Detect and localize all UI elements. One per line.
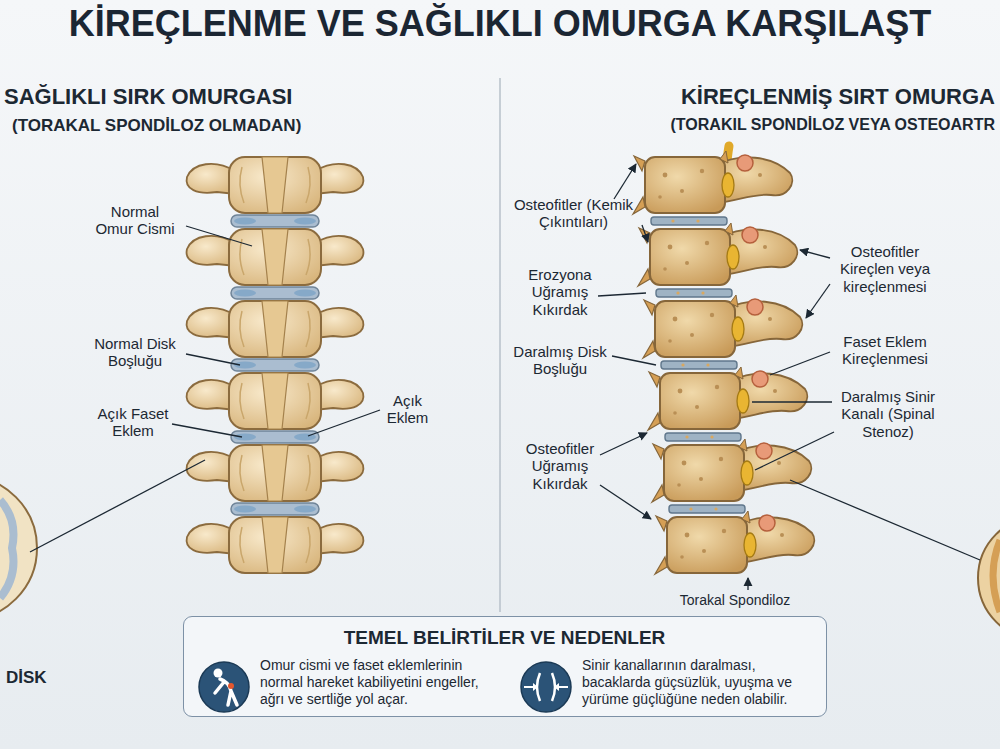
calcified-spine (633, 146, 814, 574)
part-label: Normal Omur Cismi (94, 203, 176, 238)
pain-icon (199, 662, 249, 712)
leader-line (755, 432, 834, 470)
section-heading: SAĞLIKLI SIRK OMURGASI (4, 84, 292, 109)
detail-circle (978, 516, 1000, 640)
part-label: Daralmış Sinir Kanalı (Spinal Stenoz) (838, 388, 938, 440)
divider-line (499, 78, 501, 612)
stenosis-icon (521, 662, 571, 712)
vertebra (655, 511, 814, 574)
detail-disc (0, 500, 14, 598)
disc (656, 289, 732, 297)
vertebra (187, 517, 364, 573)
part-label: Açık Faset Eklem (88, 405, 178, 440)
leader-arrow (642, 225, 648, 242)
vertebra (187, 301, 364, 357)
disc (231, 359, 319, 371)
leader-line (186, 354, 240, 365)
part-label: Torakal Spondiloz (665, 592, 805, 608)
disc (231, 503, 319, 515)
panel-heading: TEMEL BELİRTİLER VE NEDENLER (184, 626, 825, 649)
part-label: Erozyona Uğramış Kıkırdak (520, 266, 600, 318)
section-subheading: (TORAKIL SPONDİLOZ VEYA OSTEOARTR (671, 116, 995, 134)
vertebra (652, 439, 811, 502)
leader-line (752, 401, 832, 402)
leader-arrow (600, 485, 651, 519)
vertebra (638, 223, 797, 286)
detail-circle (0, 476, 37, 620)
symptom-text: Omur cismi ve faset eklemlerinin normal … (260, 657, 500, 708)
info-panel: TEMEL BELİRTİLER VE NEDENLER Omur cismi v… (183, 616, 827, 717)
disc (665, 433, 741, 441)
disc (231, 431, 319, 443)
leader-arrow (614, 164, 636, 199)
leader-arrow (806, 284, 830, 318)
healthy-spine (187, 157, 364, 573)
disc (231, 215, 319, 227)
detail-osteophyte (993, 540, 1000, 612)
disc (669, 505, 745, 513)
vertebra (187, 157, 364, 213)
part-label: Açık Eklem (380, 392, 435, 427)
vertebra (187, 229, 364, 285)
leader-line (186, 226, 252, 246)
leader-lines (30, 164, 980, 590)
part-label: Normal Disk Boşluğu (85, 335, 185, 370)
leader-line (612, 356, 656, 365)
leader-line (598, 293, 646, 296)
detail-label: DİSK (6, 668, 47, 688)
vertebra (187, 373, 364, 429)
vertebra (643, 295, 802, 358)
disc (661, 361, 737, 369)
leader-arrow (600, 433, 647, 455)
section-subheading: (TORAKAL SPONDİLOZ OLMADAN) (12, 116, 301, 136)
leader-line (790, 480, 980, 560)
leader-line (770, 352, 830, 375)
cause-text: Sinir kanallarının daralması, bacaklarda… (582, 657, 818, 708)
vertebra (187, 445, 364, 501)
leader-line (30, 460, 205, 552)
main-title: KİREÇLENME VE SAĞLIKLI OMURGA KARŞILAŞT (69, 3, 932, 44)
part-label: Faset Eklem Kireçlenmesi (830, 333, 940, 368)
vertebra (633, 151, 792, 214)
leader-arrow (747, 578, 748, 590)
disc (651, 217, 727, 225)
part-label: Daralmış Disk Boşluğu (510, 343, 610, 378)
vertebra (648, 367, 807, 430)
leader-arrow (800, 250, 830, 258)
section-heading: KİREÇLENMİŞ SIRT OMURGA (681, 84, 995, 109)
part-label: Osteofitler Kireçlen veya kireçlenmesi (830, 243, 940, 295)
leader-line (172, 424, 242, 437)
leader-line (308, 410, 380, 436)
part-label: Osteofitler Uğramış Kıkırdak (520, 440, 600, 492)
part-label: Osteofitler (Kemik Çıkıntıları) (506, 196, 641, 231)
disc (231, 287, 319, 299)
